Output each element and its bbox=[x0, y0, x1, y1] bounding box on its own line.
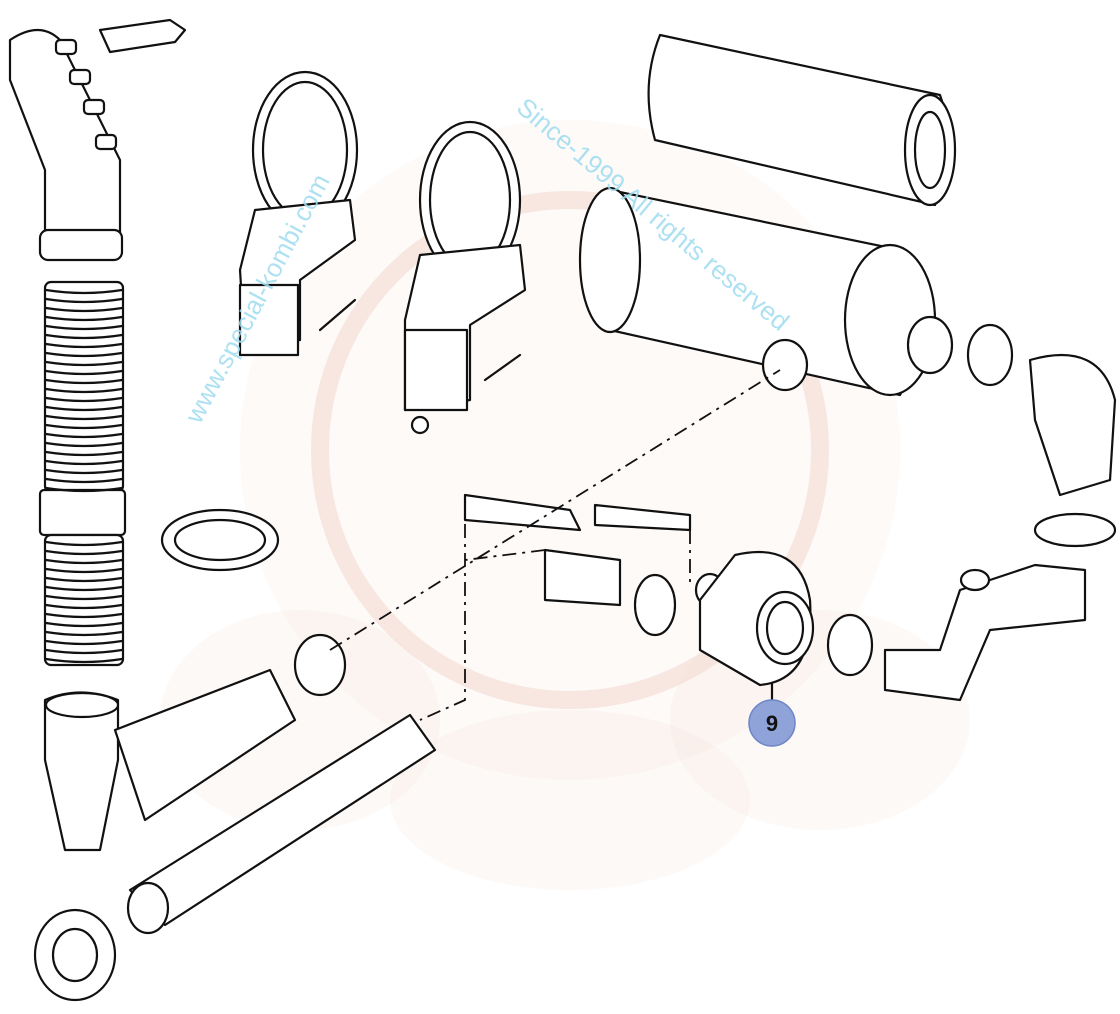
hose-rib bbox=[44, 297, 124, 304]
hose-rib bbox=[44, 486, 124, 493]
hose-rib bbox=[44, 657, 124, 664]
hose-rib bbox=[44, 630, 124, 637]
hose-rib bbox=[44, 567, 124, 574]
mounting-bracket-2 bbox=[403, 120, 527, 435]
air-cleaner-housing bbox=[578, 186, 954, 397]
hose-rib bbox=[44, 639, 124, 646]
hose-rib bbox=[44, 594, 124, 601]
hose-rib bbox=[44, 324, 124, 331]
hose-rib bbox=[44, 648, 124, 655]
outlet-hose-right bbox=[883, 323, 1117, 702]
hose-rib bbox=[44, 477, 124, 484]
hose-rib bbox=[44, 333, 124, 340]
hose-rib bbox=[44, 306, 124, 313]
callout-9[interactable]: 9 bbox=[748, 681, 796, 747]
callout-badge[interactable] bbox=[748, 699, 796, 747]
hose-rib bbox=[44, 441, 124, 448]
hose-rib bbox=[44, 549, 124, 556]
hose-rib bbox=[44, 603, 124, 610]
mounting-bracket-1 bbox=[238, 70, 359, 357]
hose-rib bbox=[44, 396, 124, 403]
hose-rib bbox=[44, 432, 124, 439]
hose-rib bbox=[44, 585, 124, 592]
hose-rib bbox=[44, 612, 124, 619]
hose-rib bbox=[44, 369, 124, 376]
air-filter-element bbox=[647, 33, 957, 207]
intake-hose-vertical bbox=[8, 28, 127, 852]
hose-rib bbox=[44, 315, 124, 322]
hose-rib bbox=[44, 576, 124, 583]
lower-hoses bbox=[33, 668, 437, 1002]
hose-rib bbox=[44, 423, 124, 430]
bracket-clip bbox=[98, 18, 187, 54]
assembly-lines bbox=[329, 369, 781, 721]
hose-rib bbox=[44, 459, 124, 466]
hose-rib bbox=[44, 288, 124, 295]
hose-rib bbox=[44, 360, 124, 367]
hose-rib bbox=[44, 450, 124, 457]
hose-rib bbox=[44, 351, 124, 358]
hose-rib bbox=[44, 558, 124, 565]
middle-parts bbox=[160, 493, 874, 697]
hose-rib bbox=[44, 468, 124, 475]
hose-rib bbox=[44, 414, 124, 421]
hose-rib bbox=[44, 540, 124, 547]
hose-rib bbox=[44, 387, 124, 394]
hose-rib bbox=[44, 405, 124, 412]
hose-rib bbox=[44, 342, 124, 349]
hose-rib bbox=[44, 621, 124, 628]
hose-rib bbox=[44, 378, 124, 385]
callout-label: 9 bbox=[766, 711, 778, 736]
